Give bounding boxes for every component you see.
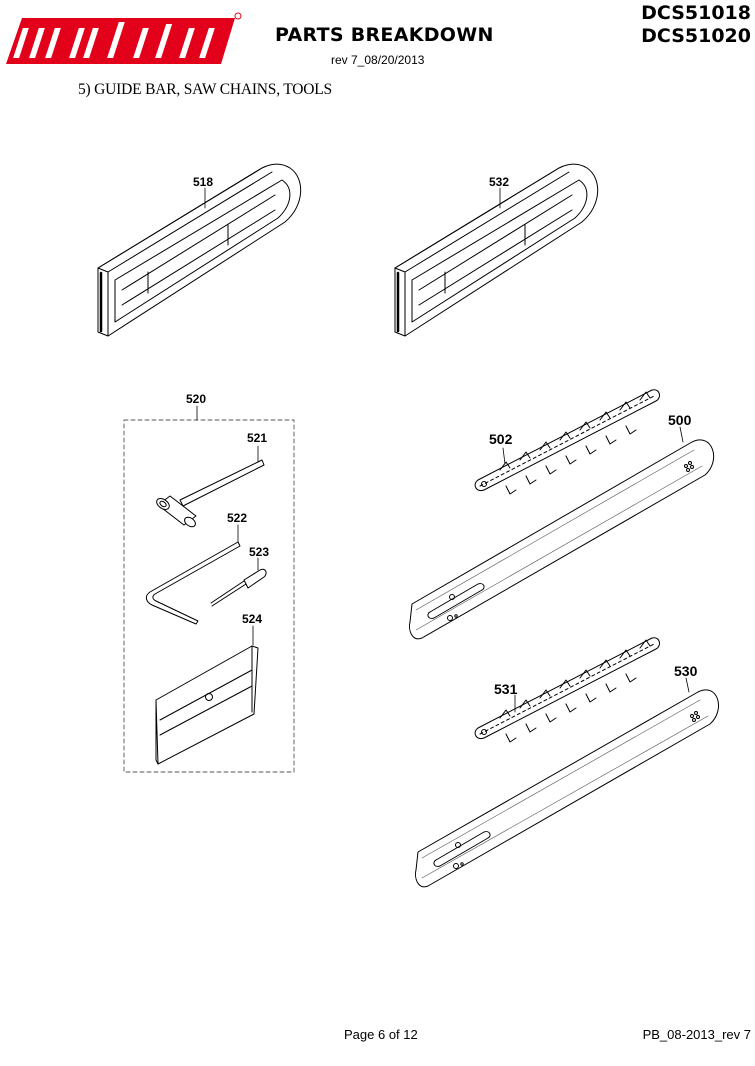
model-numbers: DCS51018 DCS51020 [641,2,751,48]
blade-sheath-524 [155,645,259,765]
callout-522: 522 [227,511,247,525]
socket-wrench-521 [156,459,265,528]
callout-518: 518 [193,175,213,189]
model-number: DCS51020 [641,25,751,47]
callout-523: 523 [249,545,269,559]
saw-chain-531 [474,637,660,743]
tool-kit-box-520 [123,419,295,773]
guide-bar-530 [415,689,719,888]
document-revision: PB_08-2013_rev 7 [642,1027,751,1042]
callout-524: 524 [242,612,262,626]
screwdriver-523 [210,568,267,607]
section-title: 5) GUIDE BAR, SAW CHAINS, TOOLS [78,81,332,98]
callout-521: 521 [247,431,267,445]
callout-502: 502 [489,431,513,447]
guide-bar-cover-532 [394,163,599,337]
saw-chain-502 [474,389,660,495]
makita-logo [6,12,242,64]
callout-531: 531 [494,681,518,697]
page-number: Page 6 of 12 [344,1027,418,1042]
model-number: DCS51018 [641,2,751,24]
callout-532: 532 [489,175,509,189]
hex-key-522 [145,541,241,625]
callout-520: 520 [186,392,206,406]
page-title: PARTS BREAKDOWN [275,24,494,46]
revision-date: rev 7_08/20/2013 [331,53,425,67]
guide-bar-500 [409,439,715,640]
callout-500: 500 [668,412,692,428]
callout-530: 530 [674,663,698,679]
guide-bar-cover-518 [97,163,302,337]
